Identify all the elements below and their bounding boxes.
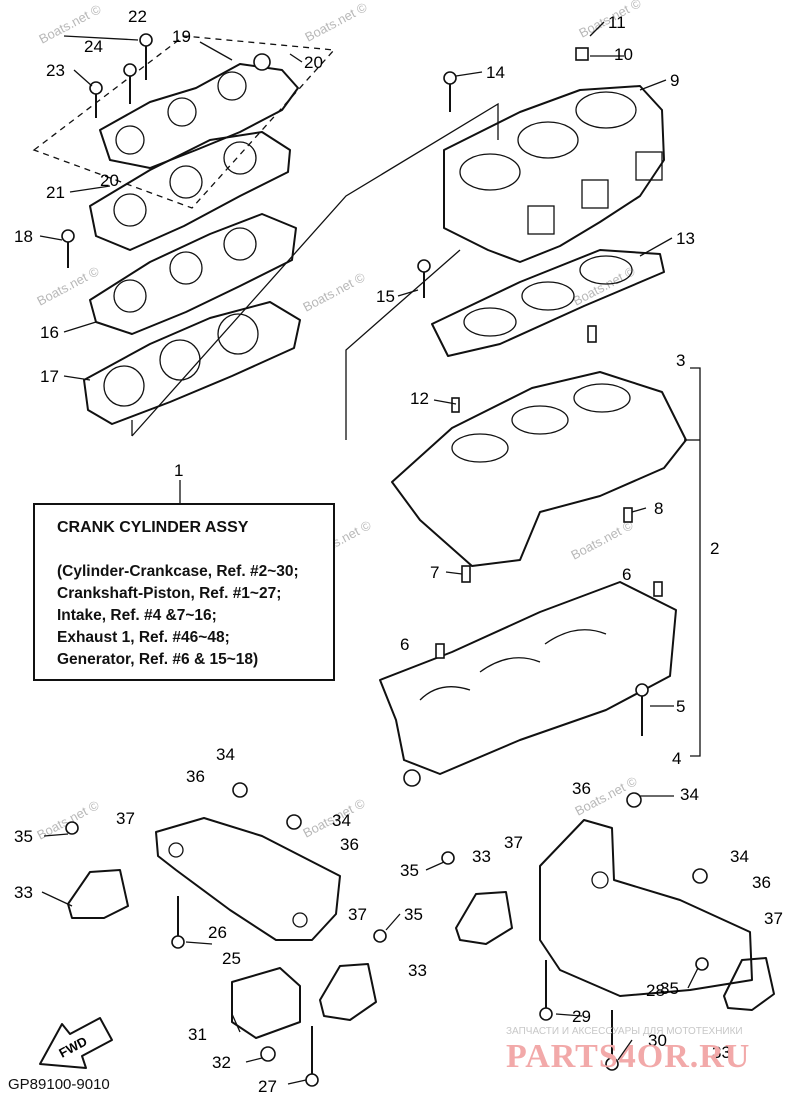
callout-15: 15 bbox=[376, 287, 395, 306]
forward-arrow: FWD bbox=[39, 1017, 113, 1069]
callout-18: 18 bbox=[14, 227, 33, 246]
bolts bbox=[61, 33, 709, 1087]
assy-reference-line: Exhaust 1, Ref. #46~48; bbox=[57, 629, 230, 646]
callout-33: 33 bbox=[472, 847, 491, 866]
rubber-mounts bbox=[67, 869, 775, 1021]
callout-6: 6 bbox=[400, 635, 409, 654]
callout-5: 5 bbox=[676, 697, 685, 716]
cover-assembly-group-box bbox=[32, 35, 336, 209]
assy-reference-line: Intake, Ref. #4 &7~16; bbox=[57, 607, 217, 624]
callout-16: 16 bbox=[40, 323, 59, 342]
callout-22: 22 bbox=[128, 7, 147, 26]
callout-32: 32 bbox=[212, 1053, 231, 1072]
callout-34: 34 bbox=[680, 785, 699, 804]
lower-crankcase bbox=[379, 581, 677, 787]
brand-tagline: ЗАПЧАСТИ И АКСЕССУАРЫ ДЛЯ МОТОТЕХНИКИ bbox=[506, 1026, 743, 1037]
callout-17: 17 bbox=[40, 367, 59, 386]
callout-6: 6 bbox=[622, 565, 631, 584]
upper-crankcase bbox=[391, 371, 687, 567]
cylinder-head-upper bbox=[89, 131, 291, 251]
callout-20: 20 bbox=[100, 171, 119, 190]
callout-28: 28 bbox=[646, 981, 665, 1000]
rear-mount-plate bbox=[539, 819, 753, 997]
callout-24: 24 bbox=[84, 37, 103, 56]
callout-37: 37 bbox=[504, 833, 523, 852]
callout-34: 34 bbox=[730, 847, 749, 866]
assy-reference-line: (Cylinder-Crankcase, Ref. #2~30; bbox=[57, 563, 299, 580]
gasket-outline bbox=[345, 249, 461, 440]
callout-37: 37 bbox=[764, 909, 783, 928]
callout-21: 21 bbox=[46, 183, 65, 202]
callout-35: 35 bbox=[400, 861, 419, 880]
callout-30: 30 bbox=[648, 1031, 667, 1050]
diagram-code: GP89100-9010 bbox=[8, 1076, 110, 1093]
callout-2: 2 bbox=[710, 539, 719, 558]
callout-20: 20 bbox=[304, 53, 323, 72]
assy-title: CRANK CYLINDER ASSY bbox=[57, 519, 249, 536]
callout-9: 9 bbox=[670, 71, 679, 90]
crank-cylinder-assy-box: CRANK CYLINDER ASSY (Cylinder-Crankcase,… bbox=[33, 503, 335, 681]
brand-logo: PARTS4OR.RU bbox=[506, 1038, 751, 1075]
head-gasket bbox=[83, 301, 301, 425]
callout-11: 11 bbox=[608, 13, 626, 32]
callout-33: 33 bbox=[14, 883, 33, 902]
callout-3: 3 bbox=[676, 351, 685, 370]
mount-block bbox=[231, 967, 301, 1039]
fwd-label: FWD bbox=[56, 1034, 89, 1061]
callout-26: 26 bbox=[208, 923, 227, 942]
callout-29: 29 bbox=[572, 1007, 591, 1026]
front-mount-plate bbox=[155, 817, 341, 941]
callout-14: 14 bbox=[486, 63, 505, 82]
callout-leaders bbox=[39, 21, 699, 1085]
watermark: Boats.net © bbox=[34, 263, 102, 308]
callout-13: 13 bbox=[676, 229, 695, 248]
crankcase-bracket bbox=[690, 367, 701, 757]
watermark: Boats.net © bbox=[302, 0, 370, 45]
callout-36: 36 bbox=[572, 779, 591, 798]
brand-watermark: ЗАПЧАСТИ И АКСЕССУАРЫ ДЛЯ МОТОТЕХНИКИ PA… bbox=[506, 1026, 796, 1086]
assy-reference-lines: (Cylinder-Crankcase, Ref. #2~30; Cranksh… bbox=[57, 561, 299, 671]
callout-33: 33 bbox=[408, 961, 427, 980]
watermark: Boats.net © bbox=[300, 269, 368, 314]
callout-31: 31 bbox=[188, 1025, 207, 1044]
callout-37: 37 bbox=[348, 905, 367, 924]
callout-33: 33 bbox=[712, 1043, 731, 1062]
callout-35: 35 bbox=[404, 905, 423, 924]
callout-35: 35 bbox=[660, 979, 679, 998]
callout-numbers: 1 2 3 4 5 6 6 7 8 9 10 11 12 13 14 15 16… bbox=[14, 7, 783, 1096]
cylinder-head-cover bbox=[99, 53, 299, 169]
dowel-pins bbox=[435, 47, 663, 659]
assy-reference-line: Crankshaft-Piston, Ref. #1~27; bbox=[57, 585, 282, 602]
cylinder-block bbox=[443, 85, 665, 263]
cylinder-head-lower bbox=[89, 213, 297, 335]
callout-25: 25 bbox=[222, 949, 241, 968]
callout-34: 34 bbox=[216, 745, 235, 764]
callout-35: 35 bbox=[14, 827, 33, 846]
callout-4: 4 bbox=[672, 749, 681, 768]
assy-reference-line: Generator, Ref. #6 & 15~18) bbox=[57, 651, 259, 668]
callout-36: 36 bbox=[340, 835, 359, 854]
callout-8: 8 bbox=[654, 499, 663, 518]
callout-23: 23 bbox=[46, 61, 65, 80]
callout-27: 27 bbox=[258, 1077, 277, 1096]
callout-36: 36 bbox=[186, 767, 205, 786]
callout-19: 19 bbox=[172, 27, 191, 46]
callout-7: 7 bbox=[430, 563, 439, 582]
callout-34: 34 bbox=[332, 811, 351, 830]
callout-36: 36 bbox=[752, 873, 771, 892]
callout-37: 37 bbox=[116, 809, 135, 828]
callout-1: 1 bbox=[174, 461, 183, 480]
watermark: Boats.net © bbox=[568, 517, 636, 562]
callout-10: 10 bbox=[614, 45, 633, 64]
cylinder-base-gasket bbox=[431, 249, 665, 357]
callout-12: 12 bbox=[410, 389, 429, 408]
